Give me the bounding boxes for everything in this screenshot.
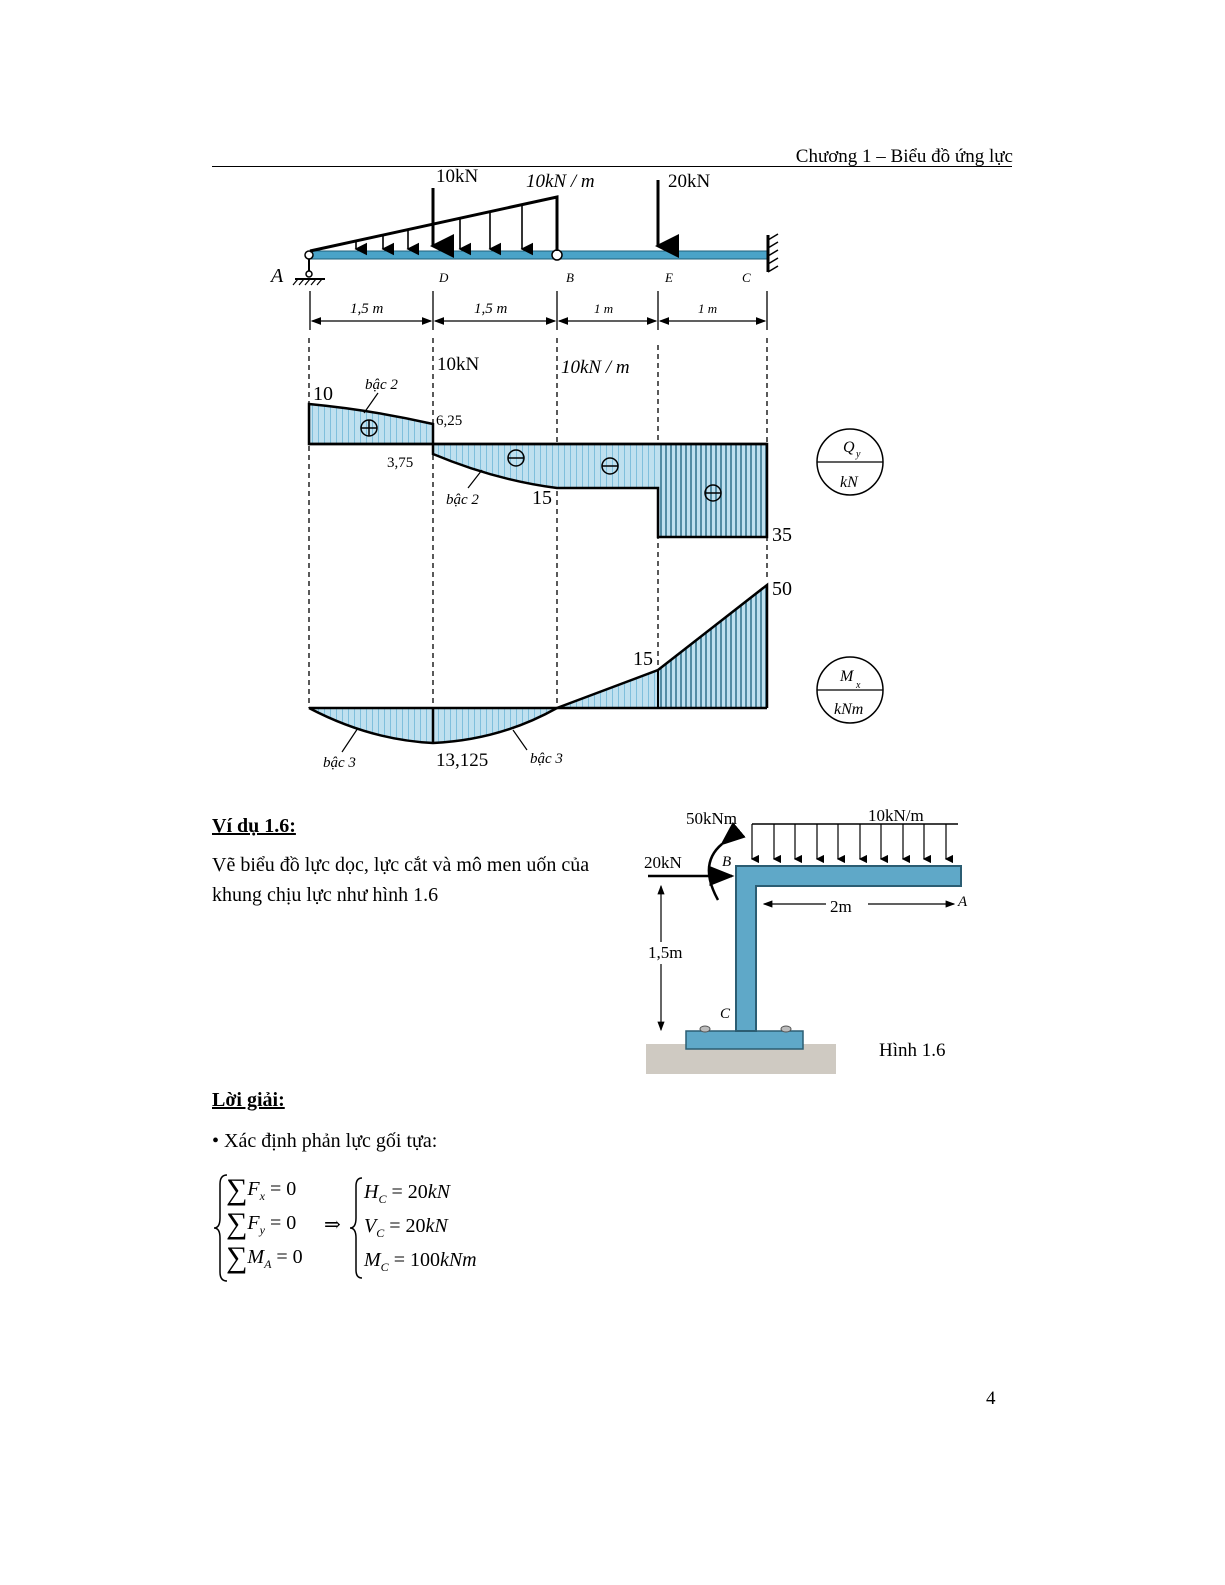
distributed-load <box>309 195 559 256</box>
minus-signs <box>507 449 722 502</box>
beam <box>307 250 769 260</box>
base-plate <box>685 1030 804 1050</box>
frame-label-a: A <box>957 894 968 910</box>
shear-region-db <box>433 444 557 488</box>
pin-support <box>292 250 325 286</box>
result-mc: MC = 100kNm <box>364 1249 477 1274</box>
frame-force-label: 20kN <box>644 853 682 872</box>
shear-legend-q: Q <box>843 439 855 456</box>
reaction-results: HC = 20kN VC = 20kN MC = 100kNm <box>364 1175 477 1277</box>
moment-outline <box>308 582 769 745</box>
shear-region-ec <box>658 444 767 537</box>
frame-distributed-load <box>750 824 954 864</box>
frame-figure: 50kNm 10kN/m 20kN 2m 1,5m B A C Hình 1.6 <box>644 806 968 1074</box>
shear-region-ad <box>309 404 433 444</box>
svg-text:x: x <box>855 680 861 691</box>
shear-curve-label-2: bậc 2 <box>446 492 479 508</box>
moment-curve-label-2: bậc 3 <box>530 751 563 767</box>
implies-symbol: ⇒ <box>324 1214 341 1236</box>
shear-value-35: 35 <box>772 524 792 546</box>
frame-span-label: 2m <box>830 897 852 916</box>
point-label-c: C <box>742 270 751 285</box>
example-title: Ví dụ 1.6: <box>212 815 296 837</box>
dim-label-1: 1,5 m <box>350 301 384 317</box>
equation-fx: ∑Fx = 0 <box>226 1173 297 1206</box>
point-label-e: E <box>664 270 673 285</box>
chapter-header: Chương 1 – Biểu đồ ứng lực <box>795 146 1013 167</box>
dim-label-2: 1,5 m <box>474 301 508 317</box>
hinge-b <box>551 249 563 261</box>
load-label-d: 10kN <box>436 166 479 187</box>
equation-fy: ∑Fy = 0 <box>226 1207 297 1240</box>
equation-ma: ∑MA = 0 <box>226 1241 303 1274</box>
point-label-b: B <box>566 270 574 285</box>
moment-value-50: 50 <box>772 578 792 600</box>
load-label-e: 20kN <box>668 171 711 192</box>
result-hc: HC = 20kN <box>364 1181 450 1206</box>
moment-value-13125: 13,125 <box>436 750 488 771</box>
left-brace <box>213 1174 228 1282</box>
moment-legend: M x kNm <box>816 656 884 724</box>
shear-outline <box>307 402 769 539</box>
shear-curve-label-1: bậc 2 <box>365 377 398 393</box>
solution-title: Lời giải: <box>212 1089 285 1111</box>
projection-lines <box>308 338 768 708</box>
moment-value-15: 15 <box>633 648 653 670</box>
svg-text:y: y <box>855 449 861 460</box>
point-label-a: A <box>269 265 284 287</box>
load-label-distributed: 10kN / m <box>526 171 595 192</box>
shear-legend-unit: kN <box>840 474 859 491</box>
moment-curve-label-1: bậc 3 <box>323 755 356 771</box>
frame-caption: Hình 1.6 <box>879 1040 946 1061</box>
shear-label-d: 10kN <box>437 354 480 375</box>
moment-legend-m: M <box>839 668 855 685</box>
plus-sign <box>360 419 378 437</box>
frame-moment-label: 50kNm <box>686 809 737 828</box>
frame-body <box>735 865 962 1032</box>
dim-label-3: 1 m <box>594 301 613 316</box>
fixed-support-hatch <box>767 233 779 273</box>
moment-legend-unit: kNm <box>834 701 863 718</box>
frame-height-label: 1,5m <box>648 943 682 962</box>
frame-distributed-label: 10kN/m <box>868 806 924 825</box>
frame-label-b: B <box>722 854 731 870</box>
moment-region-ec <box>658 585 767 708</box>
dim-label-4: 1 m <box>698 301 717 316</box>
page-number: 4 <box>986 1388 996 1409</box>
shear-value-15: 15 <box>532 487 552 509</box>
moment-region-db <box>433 708 557 743</box>
shear-value-10: 10 <box>313 383 333 405</box>
shear-label-b: 10kN / m <box>561 357 630 378</box>
point-label-d: D <box>438 270 449 285</box>
frame-label-c: C <box>720 1006 731 1022</box>
dimension-line <box>309 291 768 330</box>
shear-value-625: 6,25 <box>436 413 462 429</box>
equilibrium-equations: ∑Fx = 0 ∑Fy = 0 ∑MA = 0 <box>226 1172 303 1274</box>
result-vc: VC = 20kN <box>364 1215 448 1240</box>
shear-value-375: 3,75 <box>387 455 413 471</box>
solution-step: • Xác định phản lực gối tựa: <box>212 1130 438 1152</box>
beam-diagram-figure: 10kN 10kN / m 20kN A D B E C 1,5 m 1,5 m… <box>269 166 884 771</box>
example-text: Vẽ biểu đồ lực dọc, lực cắt và mô men uố… <box>212 854 590 906</box>
right-brace <box>349 1177 363 1279</box>
shear-legend: Q y kN <box>816 428 884 496</box>
moment-region-ad <box>309 708 433 743</box>
moment-arrow <box>707 821 746 901</box>
header-rule <box>212 166 1012 167</box>
